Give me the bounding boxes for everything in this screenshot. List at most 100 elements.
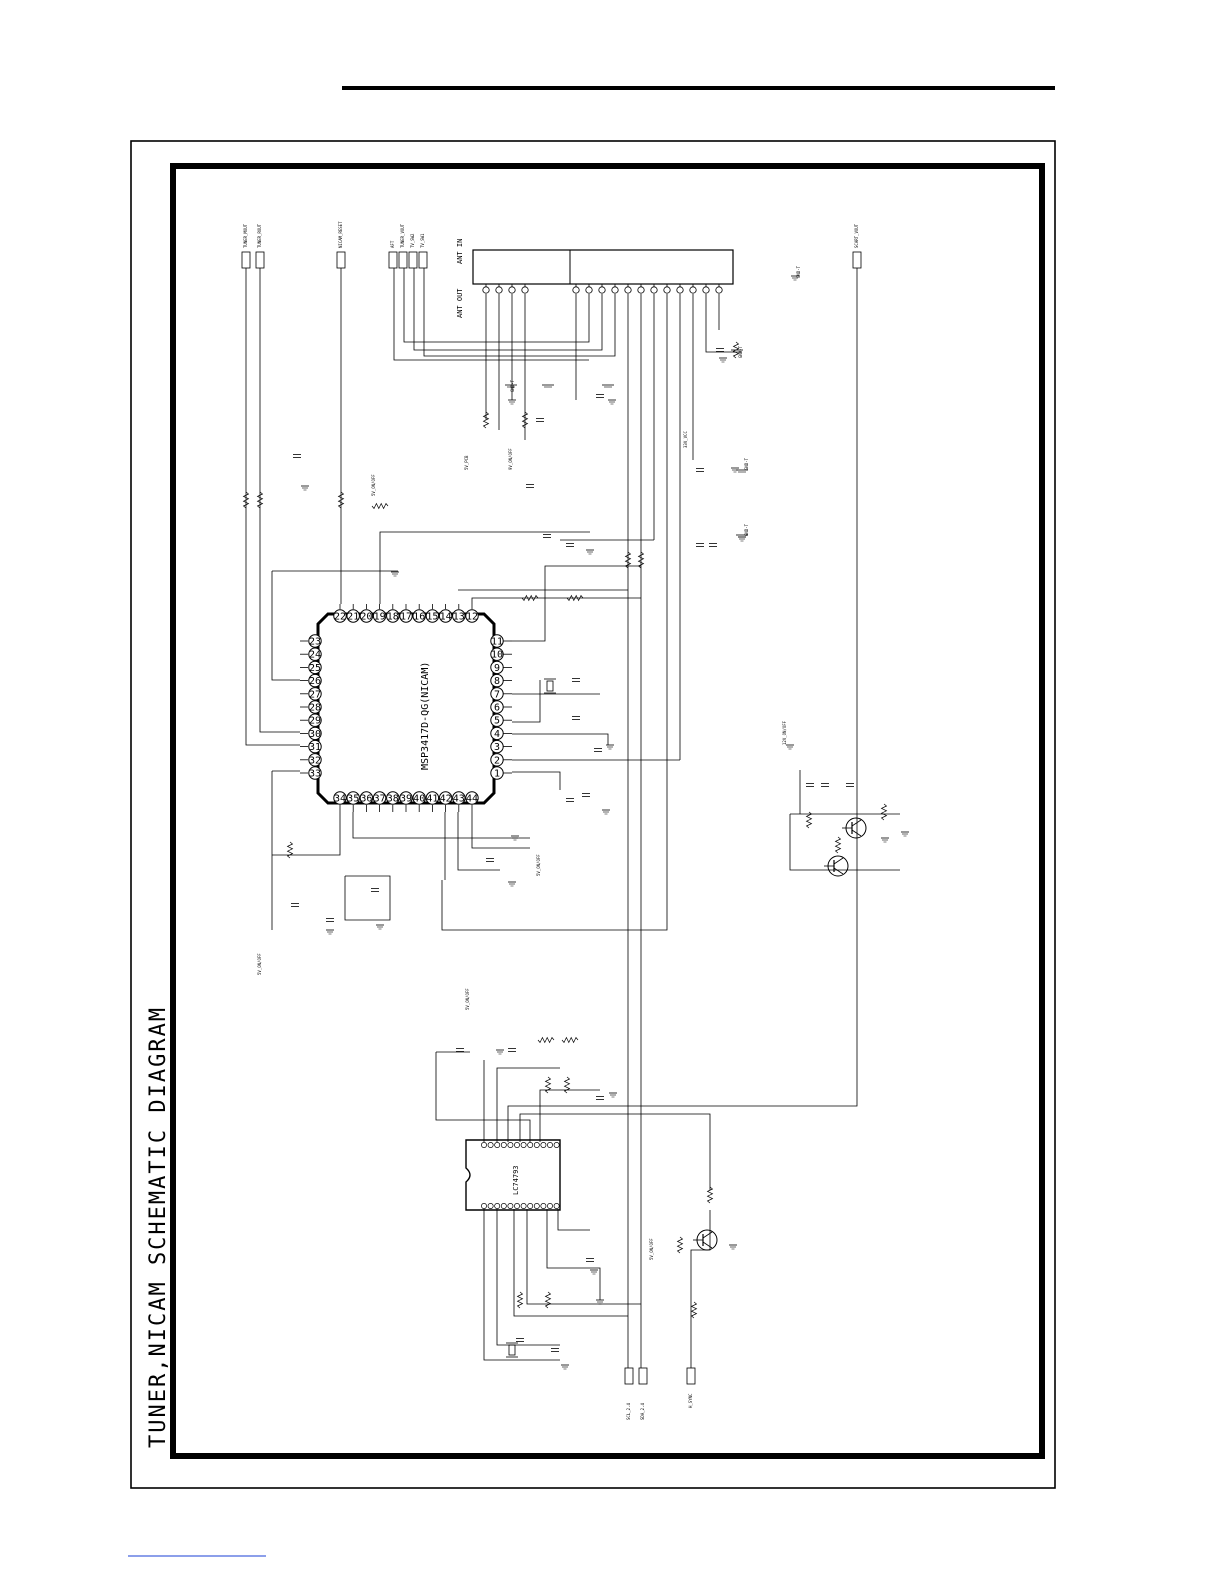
msp-pin-4: 4: [490, 726, 504, 741]
msp-pin-20: 20: [359, 609, 374, 623]
pin-number: 23: [309, 637, 321, 648]
msp-pin-17: 17: [399, 609, 413, 623]
net-gnd-4: GND-T: [744, 523, 749, 536]
pin-number: 1: [494, 769, 500, 780]
msp-pin-15: 15: [425, 609, 440, 623]
svg-text:TV_SW1: TV_SW1: [420, 233, 425, 248]
pin-number: 9: [494, 663, 500, 674]
msp-pin-8: 8: [490, 673, 504, 688]
connector-sda: SDA_2.4: [638, 1367, 648, 1420]
net-5v-on-off: 5V_ON/OFF: [371, 474, 376, 496]
msp-pin-19: 19: [372, 609, 387, 623]
svg-text:SCART_VOUT: SCART_VOUT: [854, 223, 859, 248]
msp-pin-14: 14: [438, 609, 453, 623]
pin-number: 8: [494, 676, 500, 687]
pin-number: 44: [466, 794, 478, 805]
pin-number: 31: [309, 742, 321, 753]
msp3417-ic: MSP3417D-QG(NICAM): [300, 604, 512, 812]
msp-pin-10: 10: [490, 647, 504, 661]
pin-number: 15: [426, 612, 438, 623]
msp-pin-27: 27: [308, 687, 322, 701]
msp-pin-29: 29: [308, 713, 322, 727]
connector-tuner-mout: TUNER_MOUT: [241, 223, 251, 269]
ant-in-label: ANT IN: [456, 239, 464, 264]
wiring: [245, 268, 900, 1368]
msp-pin-28: 28: [308, 700, 322, 714]
msp-pin-6: 6: [490, 700, 504, 714]
pin-number: 25: [309, 663, 321, 674]
net-gnd-3: GND-T: [738, 345, 743, 358]
connector-h-sync: H_SYNC: [686, 1367, 696, 1408]
pin-number: 5: [494, 716, 500, 727]
pin-number: 36: [360, 794, 372, 805]
pin-number: 33: [309, 769, 321, 780]
svg-text:TUNER_MOUT: TUNER_MOUT: [243, 223, 248, 248]
msp-pin-7: 7: [490, 687, 504, 701]
net-gnd-2: GND-T: [744, 457, 749, 470]
msp-pin-39: 39: [399, 791, 413, 805]
msp-ic-label: MSP3417D-QG(NICAM): [420, 662, 431, 770]
msp-pin-43: 43: [452, 791, 466, 805]
msp-pin-30: 30: [308, 726, 322, 741]
connector-tuner-rout: TUNER_ROUT: [255, 223, 265, 269]
pin-number: 13: [453, 612, 465, 623]
pin-number: 35: [347, 794, 359, 805]
svg-text:SDA_2.4: SDA_2.4: [640, 1403, 645, 1420]
pin-number: 20: [360, 612, 372, 623]
lc-ic-label: LC74793: [512, 1165, 520, 1195]
pin-number: 2: [494, 755, 500, 766]
pin-number: 41: [426, 794, 438, 805]
net-5v-pcb: 5V_PCB: [464, 455, 469, 470]
net-9v-on-off: 9V_ON/OFF: [508, 448, 513, 470]
msp-pin-3: 3: [490, 739, 504, 754]
net-12v-on-off: 12V_ON/OFF: [782, 720, 787, 745]
msp-pin-34: 34: [333, 791, 347, 805]
pin-number: 30: [309, 729, 321, 740]
connector-scl: SCL_2.4: [624, 1367, 634, 1420]
pin-number: 6: [494, 703, 500, 714]
msp-pin-41: 41: [425, 791, 440, 805]
net-5v-on-off-3: 5V_ON/OFF: [465, 988, 470, 1010]
pin-number: 7: [494, 689, 500, 700]
pin-number: 17: [400, 612, 412, 623]
connector-tv-sw1: TV_SW1: [418, 233, 428, 269]
svg-text:AFT: AFT: [390, 240, 395, 248]
msp-pin-18: 18: [386, 609, 400, 623]
net-gnd-5: GND-T: [796, 265, 801, 278]
net-5v-on-off-5: 5V_ON/OFF: [536, 854, 541, 876]
net-33v-vcc: 33V_VCC: [683, 431, 688, 448]
msp-pin-36: 36: [359, 791, 374, 805]
connector-scart-vout: SCART_VOUT: [852, 223, 862, 269]
pin-number: 32: [309, 755, 321, 766]
pin-number: 26: [309, 676, 321, 687]
pin-number: 28: [309, 703, 321, 714]
lc74793-ic: LC74793: [465, 1139, 561, 1211]
connector-tv-sw2: TV_SW2: [408, 233, 418, 269]
msp-pin-42: 42: [438, 791, 453, 805]
msp-pin-37: 37: [372, 791, 387, 805]
svg-text:TUNER_VOUT: TUNER_VOUT: [400, 223, 405, 248]
pin-number: 38: [387, 794, 399, 805]
svg-text:SCL_2.4: SCL_2.4: [626, 1403, 631, 1420]
msp-pin-26: 26: [308, 673, 322, 688]
connector-aft: AFT: [388, 240, 398, 269]
msp-pin-11: 11: [490, 634, 504, 648]
msp-pin-12: 12: [465, 609, 479, 623]
pin-number: 19: [374, 612, 386, 623]
pin-number: 4: [494, 729, 500, 740]
msp-pin-25: 25: [308, 660, 322, 675]
ant-out-label: ANT OUT: [456, 288, 464, 318]
svg-text:NICAM_RESET: NICAM_RESET: [338, 221, 343, 248]
msp-pin-31: 31: [308, 739, 322, 754]
outer-frame: [130, 140, 1056, 1489]
pin-number: 42: [440, 794, 452, 805]
msp-pin-13: 13: [452, 609, 466, 623]
msp-pin-35: 35: [346, 791, 360, 805]
pin-number: 21: [347, 612, 359, 623]
passive-components: [242, 275, 909, 1370]
msp-pin-32: 32: [308, 753, 322, 767]
msp-pin-9: 9: [490, 660, 504, 675]
